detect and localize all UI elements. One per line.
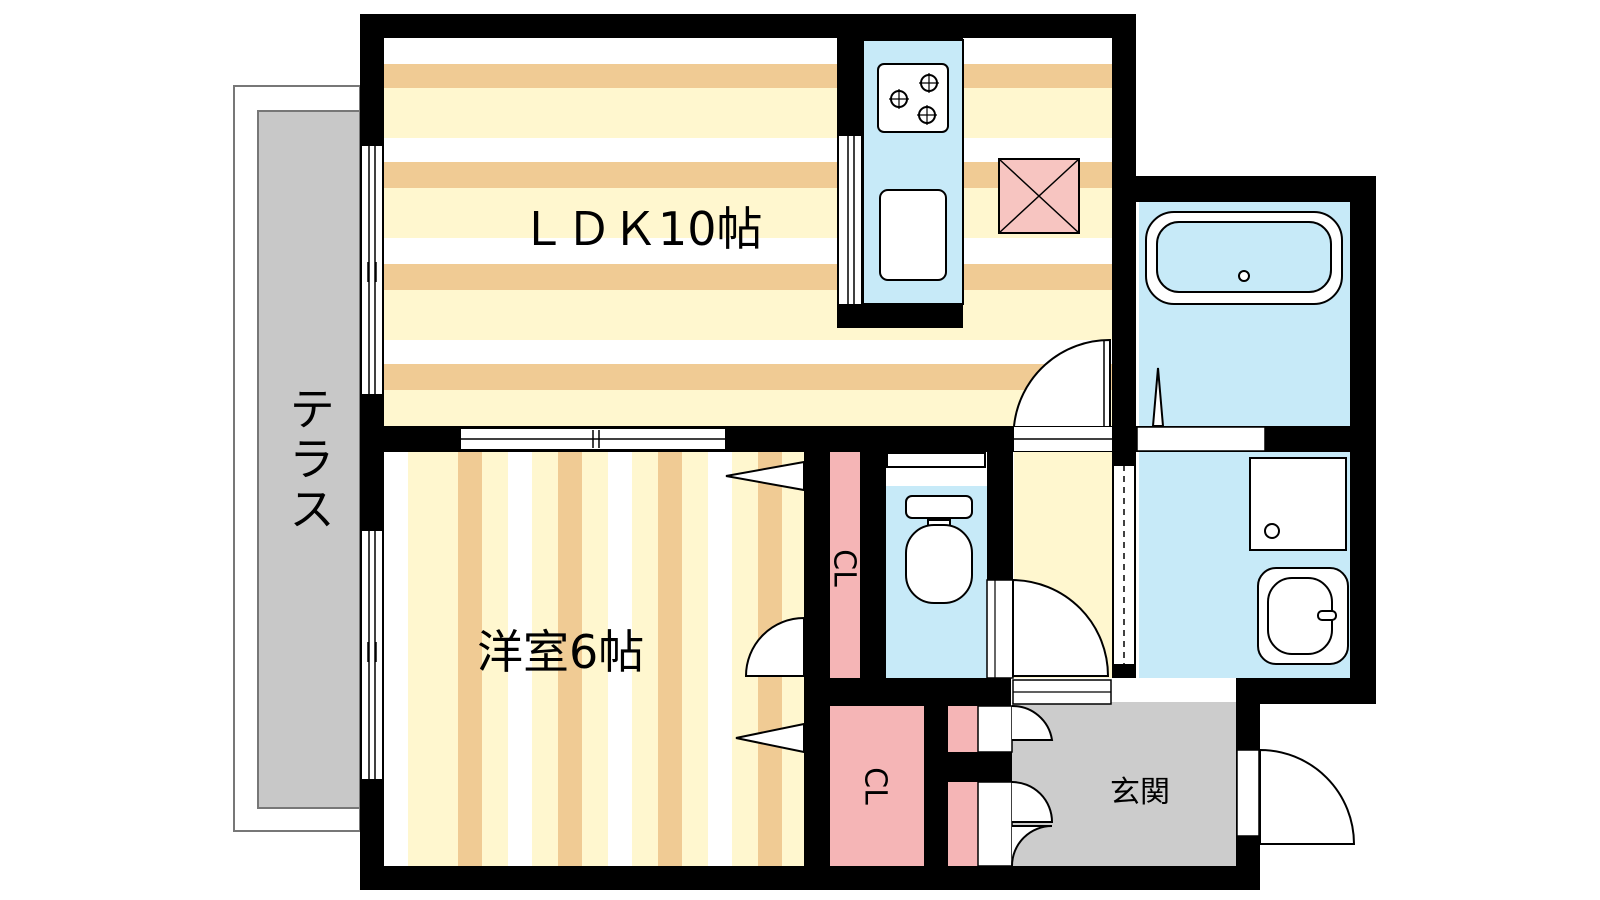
sliding-door-western[interactable] (459, 427, 727, 451)
window-ldk-west (360, 144, 384, 396)
western-room-label: 洋室6帖 (477, 625, 644, 679)
shoe-closet-doors[interactable] (977, 704, 1054, 867)
western-floor (384, 452, 806, 866)
window-washroom (1112, 464, 1136, 666)
window-western-west (360, 529, 384, 781)
closet-upper (828, 452, 860, 678)
closet-door-lower[interactable] (735, 722, 805, 754)
closet-door-upper[interactable] (725, 460, 805, 492)
entrance-door[interactable] (1236, 748, 1356, 845)
shoe-closet-upper (948, 706, 978, 752)
door-western-closet[interactable] (744, 616, 805, 677)
closet-upper-label: CL (827, 549, 862, 587)
shoe-closet-lower (948, 782, 978, 866)
fridge-icon (998, 158, 1080, 234)
washbasin-icon (1257, 567, 1349, 665)
stove-icon (877, 63, 949, 133)
closet-lower (828, 706, 924, 866)
terrace-label: テラス (282, 385, 336, 535)
door-toilet[interactable] (986, 578, 1110, 679)
terrace (233, 85, 361, 832)
door-ldk-hall[interactable] (1013, 338, 1112, 451)
closet-lower-label: CL (858, 767, 893, 805)
toilet-icon (905, 495, 973, 604)
door-bath[interactable] (1136, 426, 1266, 452)
ldk-floor (384, 38, 1112, 426)
window-toilet (886, 452, 986, 468)
sink-icon (879, 189, 947, 281)
bathtub-icon (1145, 211, 1343, 305)
washing-machine-icon (1249, 457, 1347, 551)
ldk-label: ＬＤＫ10帖 (520, 202, 763, 256)
entrance-label: 玄関 (1110, 775, 1170, 810)
door-hall-entrance[interactable] (1012, 679, 1112, 705)
